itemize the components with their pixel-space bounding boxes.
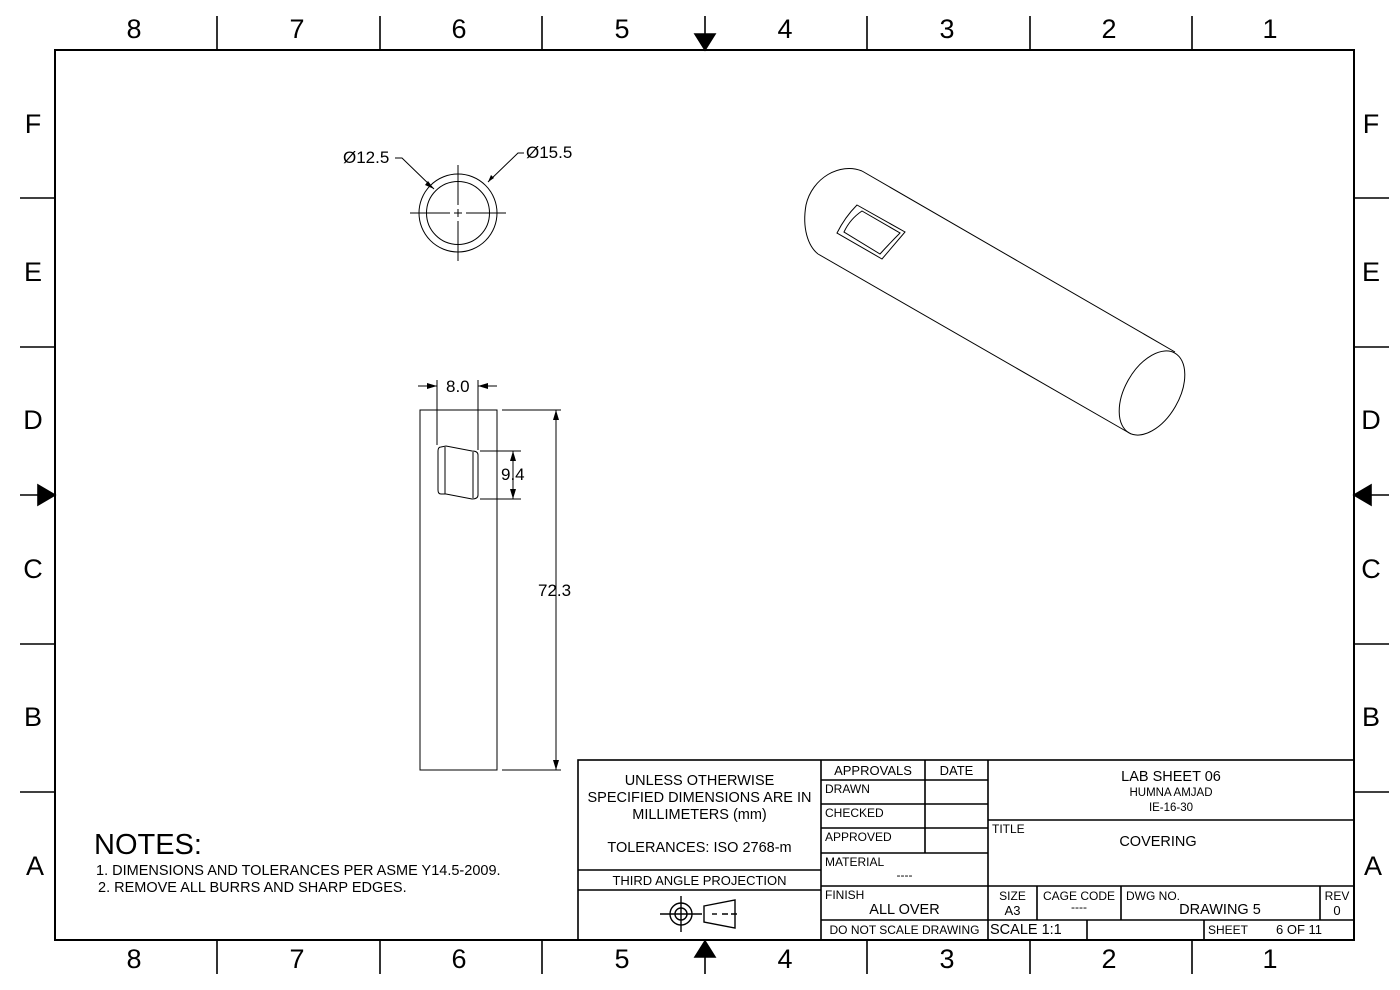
zone-label-a: A: [25, 851, 44, 881]
projection-label: THIRD ANGLE PROJECTION: [612, 873, 787, 888]
zone-label-4: 4: [777, 14, 793, 44]
zone-label-7: 7: [289, 944, 305, 974]
centering-arrows: [20, 16, 1389, 974]
zone-ticks-right: [1354, 197, 1389, 793]
do-not-scale-note: DO NOT SCALE DRAWING: [829, 923, 980, 937]
general-note-line-1: UNLESS OTHERWISE: [624, 773, 775, 789]
title-block-lines: [577, 759, 1355, 941]
size-label: SIZE: [999, 889, 1026, 903]
finish-value: ALL OVER: [869, 902, 940, 918]
zone-label-5: 5: [614, 14, 630, 44]
date-header: DATE: [939, 763, 974, 778]
zone-label-1: 1: [1262, 14, 1278, 44]
isometric-view: [804, 167, 1186, 436]
zone-label-4: 4: [777, 944, 793, 974]
zone-label-e: E: [1361, 257, 1380, 287]
scale-value: SCALE 1:1: [990, 922, 1062, 938]
general-note-line-2: SPECIFIED DIMENSIONS ARE IN: [587, 790, 812, 806]
zone-label-2: 2: [1101, 944, 1117, 974]
zone-label-6: 6: [451, 14, 467, 44]
sheet-title: LAB SHEET 06: [1121, 769, 1221, 785]
zone-label-2: 2: [1101, 14, 1117, 44]
title-label: TITLE: [992, 822, 1025, 836]
note-item-2: 2. REMOVE ALL BURRS AND SHARP EDGES.: [98, 880, 407, 896]
cage-code-value: ----: [1071, 900, 1087, 914]
zone-label-3: 3: [939, 944, 955, 974]
approved-label: APPROVED: [825, 830, 892, 844]
drawing-title: COVERING: [1119, 834, 1197, 850]
general-note-line-3: MILLIMETERS (mm): [632, 807, 767, 823]
cage-code-label: CAGE CODE: [1042, 889, 1115, 903]
zone-label-c: C: [1361, 554, 1381, 584]
zone-label-b: B: [23, 702, 42, 732]
zone-label-e: E: [23, 257, 42, 287]
zone-label-7: 7: [289, 14, 305, 44]
zone-label-d: D: [1361, 405, 1381, 435]
front-view-leader-arrows: [425, 175, 494, 189]
material-label: MATERIAL: [825, 855, 885, 869]
third-angle-projection-symbol: [660, 896, 740, 932]
zone-label-a: A: [1363, 851, 1382, 881]
zone-ticks-left: [20, 197, 55, 793]
rev-value: 0: [1333, 903, 1341, 918]
tolerances-note: TOLERANCES: ISO 2768-m: [607, 840, 792, 856]
zone-label-d: D: [23, 405, 43, 435]
drawn-label: DRAWN: [825, 782, 870, 796]
dwg-no-label: DWG NO.: [1126, 889, 1180, 903]
slot-width-dimension: 8.0: [446, 377, 470, 396]
front-view: [395, 152, 524, 261]
notes-heading: NOTES:: [94, 829, 202, 861]
side-view: [418, 380, 561, 771]
approvals-header: APPROVALS: [834, 763, 912, 778]
material-value: ----: [896, 868, 913, 882]
slot-height-dimension: 9.4: [501, 465, 525, 484]
zone-label-8: 8: [126, 944, 142, 974]
note-item-1: 1. DIMENSIONS AND TOLERANCES PER ASME Y1…: [96, 863, 501, 879]
zone-label-f: F: [24, 109, 42, 139]
roll-number: IE-16-30: [1148, 802, 1194, 814]
overall-length-dimension: 72.3: [538, 581, 572, 600]
checked-label: CHECKED: [825, 806, 884, 820]
side-view-dimension-arrows: [427, 383, 559, 770]
zone-ticks-bottom: [216, 940, 1193, 974]
zone-label-1: 1: [1262, 944, 1278, 974]
size-value: A3: [1004, 903, 1021, 918]
zone-label-8: 8: [126, 14, 142, 44]
rev-label: REV: [1324, 889, 1350, 903]
sheet-number: 6 OF 11: [1276, 922, 1323, 937]
zone-label-6: 6: [451, 944, 467, 974]
sheet-label: SHEET: [1208, 923, 1249, 937]
zone-label-b: B: [1361, 702, 1380, 732]
inner-diameter-dimension: Ø12.5: [343, 148, 390, 167]
general-tolerance-note: UNLESS OTHERWISE SPECIFIED DIMENSIONS AR…: [578, 773, 821, 824]
zone-label-f: F: [1362, 109, 1380, 139]
zone-label-c: C: [23, 554, 43, 584]
author-name: HUMNA AMJAD: [1129, 787, 1213, 799]
zone-label-3: 3: [939, 14, 955, 44]
finish-label: FINISH: [825, 888, 865, 902]
outer-diameter-dimension: Ø15.5: [526, 143, 573, 162]
zone-label-5: 5: [614, 944, 630, 974]
dwg-no-value: DRAWING 5: [1179, 902, 1261, 918]
zone-ticks-top: [216, 16, 1193, 50]
